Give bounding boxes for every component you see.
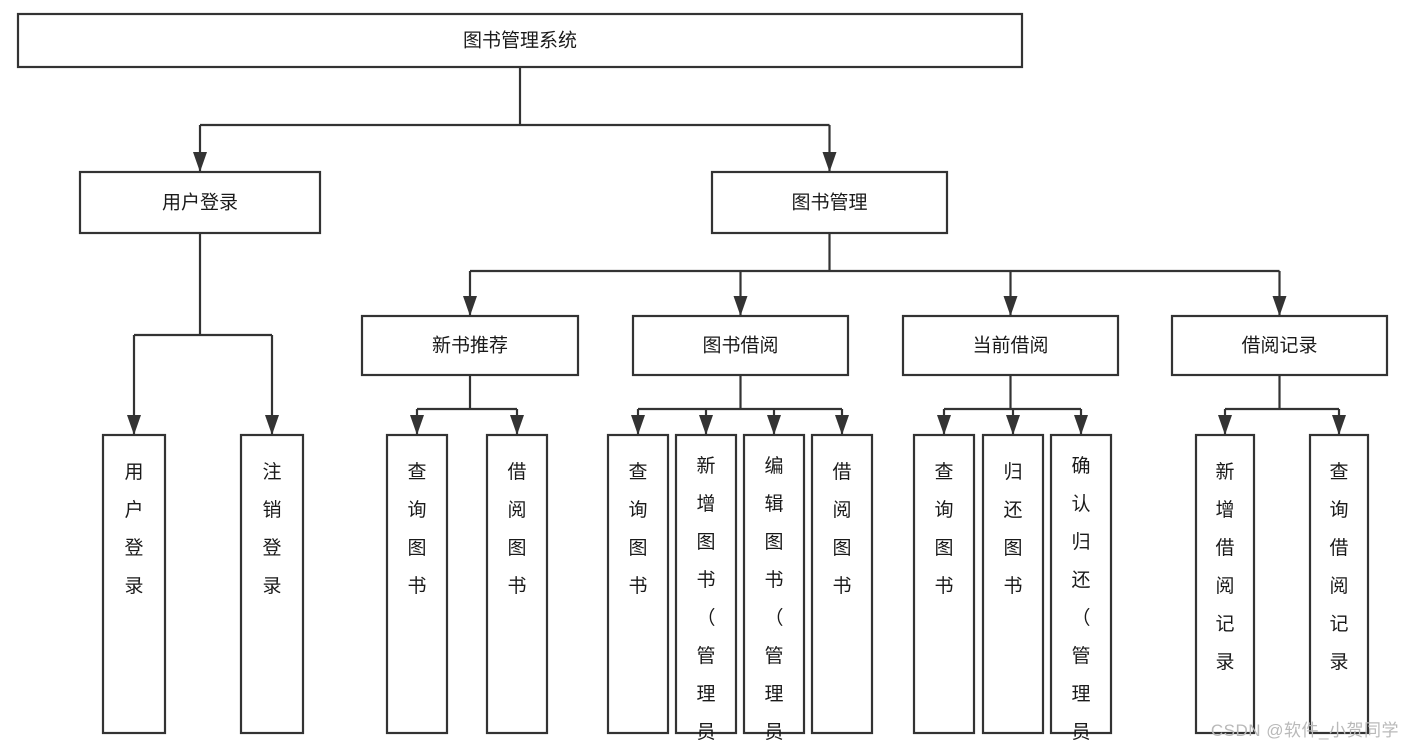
node-box-rect — [239, 433, 305, 735]
node-label: 当前借阅 — [972, 335, 1048, 357]
node-label: 用户登录 — [162, 192, 238, 214]
node-leaf-9[interactable]: 归还图书 — [981, 433, 1045, 735]
node-leaf-6[interactable]: 编辑图书（管理员） — [742, 433, 806, 747]
node-leaf-0[interactable]: 用户登录 — [101, 433, 167, 735]
node-box-rect — [674, 433, 738, 735]
node-leaf-4[interactable]: 查询图书 — [606, 433, 670, 735]
node-box-rect — [385, 433, 449, 735]
node-leaf-12[interactable]: 查询借阅记录 — [1308, 433, 1370, 735]
arrow-head-icon — [1218, 415, 1232, 435]
node-box-rect — [1049, 433, 1113, 735]
node-label: 查询图书 — [934, 461, 953, 597]
arrow-head-icon — [1272, 296, 1287, 316]
node-label: 借阅图书 — [507, 461, 526, 597]
node-label: 查询图书 — [407, 461, 426, 597]
node-label: 图书管理 — [791, 192, 867, 214]
node-level2-1[interactable]: 图书管理 — [710, 170, 949, 235]
arrow-head-icon — [767, 415, 781, 435]
node-box-rect — [360, 314, 580, 377]
arrow-head-icon — [127, 415, 141, 435]
node-box-rect — [485, 433, 549, 735]
arrow-head-icon — [193, 152, 207, 172]
arrow-head-icon — [463, 296, 477, 316]
node-box-rect — [912, 433, 976, 735]
node-label: 图书管理系统 — [463, 30, 577, 52]
arrow-head-icon — [699, 415, 713, 435]
node-box-rect — [606, 433, 670, 735]
node-leaf-7[interactable]: 借阅图书 — [810, 433, 874, 735]
node-root-0[interactable]: 图书管理系统 — [16, 12, 1024, 69]
node-box-rect — [1194, 433, 1256, 735]
watermark-text: CSDN @软件_小贺同学 — [1210, 721, 1399, 740]
node-box-rect — [981, 433, 1045, 735]
node-box-rect — [1308, 433, 1370, 735]
arrow-head-icon — [937, 415, 951, 435]
arrow-head-icon — [510, 415, 524, 435]
node-label: 借阅图书 — [832, 461, 851, 597]
arrow-head-icon — [822, 152, 837, 172]
node-level2-0[interactable]: 用户登录 — [78, 170, 322, 235]
node-label: 新增借阅记录 — [1215, 461, 1234, 673]
node-leaf-8[interactable]: 查询图书 — [912, 433, 976, 735]
node-label: 注销登录 — [262, 461, 281, 597]
node-leaf-1[interactable]: 注销登录 — [239, 433, 305, 735]
arrow-head-icon — [265, 415, 279, 435]
node-label: 查询图书 — [628, 461, 647, 597]
node-label: 图书借阅 — [702, 335, 778, 357]
arrow-head-icon — [1332, 415, 1346, 435]
node-leaf-11[interactable]: 新增借阅记录 — [1194, 433, 1256, 735]
connector-lines — [127, 67, 1346, 435]
node-label: 查询借阅记录 — [1329, 461, 1348, 673]
node-label: 确认归还（管理员） — [1071, 455, 1090, 747]
node-level3-0[interactable]: 新书推荐 — [360, 314, 580, 377]
arrow-head-icon — [835, 415, 849, 435]
node-label: 新增图书（管理员） — [696, 455, 715, 747]
node-box-rect — [16, 12, 1024, 69]
node-leaf-10[interactable]: 确认归还（管理员） — [1049, 433, 1113, 747]
arrow-head-icon — [1003, 296, 1018, 316]
node-box-rect — [710, 170, 949, 235]
node-label: 新书推荐 — [432, 335, 508, 357]
arrow-head-icon — [631, 415, 645, 435]
node-box-rect — [810, 433, 874, 735]
node-box-rect — [631, 314, 850, 377]
node-boxes: 图书管理系统用户登录图书管理新书推荐图书借阅当前借阅借阅记录用户登录注销登录查询… — [16, 12, 1389, 747]
arrow-head-icon — [410, 415, 424, 435]
arrow-head-icon — [1074, 415, 1088, 435]
node-box-rect — [1170, 314, 1389, 377]
node-box-rect — [78, 170, 322, 235]
node-box-rect — [901, 314, 1120, 377]
node-level3-2[interactable]: 当前借阅 — [901, 314, 1120, 377]
node-leaf-2[interactable]: 查询图书 — [385, 433, 449, 735]
node-label: 归还图书 — [1003, 461, 1022, 597]
node-level3-3[interactable]: 借阅记录 — [1170, 314, 1389, 377]
node-box-rect — [101, 433, 167, 735]
node-leaf-3[interactable]: 借阅图书 — [485, 433, 549, 735]
node-level3-1[interactable]: 图书借阅 — [631, 314, 850, 377]
node-box-rect — [742, 433, 806, 735]
node-label: 用户登录 — [124, 462, 143, 597]
arrow-head-icon — [733, 296, 748, 316]
node-leaf-5[interactable]: 新增图书（管理员） — [674, 433, 738, 747]
node-label: 借阅记录 — [1241, 335, 1317, 357]
node-label: 编辑图书（管理员） — [764, 455, 783, 747]
arrow-head-icon — [1006, 415, 1020, 435]
